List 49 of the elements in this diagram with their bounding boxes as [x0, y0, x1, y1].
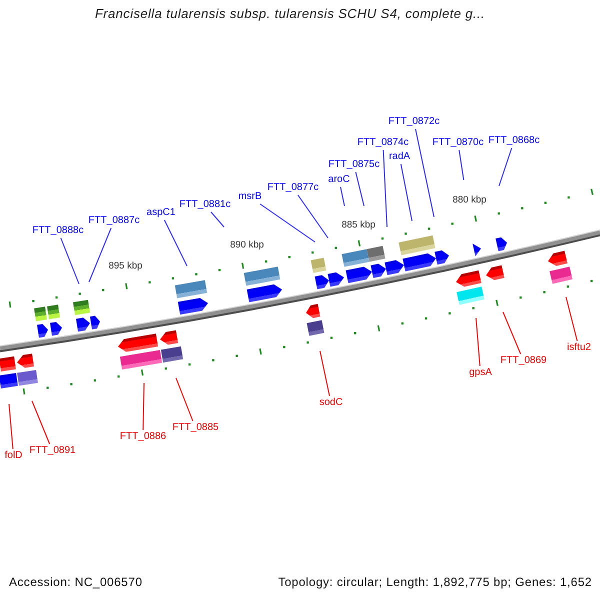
gene-label: FTT_0881c — [179, 199, 231, 211]
leader-line — [297, 194, 328, 238]
scale-label: 885 kbp — [342, 220, 376, 230]
leader-line — [176, 378, 194, 422]
scale-label: 880 kbp — [452, 194, 486, 206]
gene-label: FTT_0877c — [267, 182, 319, 194]
leader-line — [210, 212, 224, 228]
leader-line — [60, 238, 80, 284]
leader-line — [142, 382, 144, 430]
gene-label: FTT_0872c — [388, 116, 440, 128]
leader-line — [355, 172, 364, 206]
leader-line — [498, 148, 512, 186]
leader-line — [502, 312, 522, 354]
gene-label: FTT_0869 — [500, 355, 547, 367]
leader-line — [382, 150, 388, 228]
gene-label: msrB — [238, 191, 262, 203]
gene-label: FTT_0887c — [88, 215, 140, 227]
leader-line — [415, 128, 434, 218]
scale-label: 895 kbp — [108, 260, 142, 272]
leader-line — [164, 220, 188, 266]
leader-line — [400, 164, 412, 222]
gene-label: aspC1 — [146, 207, 176, 219]
gene-label: FTT_0885 — [172, 422, 219, 434]
gene-label: FTT_0886 — [120, 431, 166, 443]
leader-line — [32, 400, 50, 444]
genome-summary: Topology: circular; Length: 1,892,775 bp; Genes: 1,652 — [278, 575, 592, 590]
gene-label: gpsA — [469, 367, 492, 379]
leader-line — [566, 296, 578, 342]
gene-label: sodC — [319, 397, 343, 409]
leader-line — [88, 228, 112, 282]
leader-line — [8, 404, 14, 450]
accession-label: Accession: NC_006570 — [9, 575, 142, 590]
gene-label: FTT_0874c — [357, 137, 409, 149]
gene-label: radA — [388, 151, 410, 163]
leader-line — [476, 318, 480, 366]
gene-label: FTT_0888c — [32, 225, 84, 237]
scale-label: 890 kbp — [230, 240, 264, 250]
gene-label: FTT_0868c — [488, 135, 540, 147]
map-title: Francisella tularensis subsp. tularensis SCHU S4, complete g... — [94, 6, 486, 22]
gene-label: FTT_0870c — [432, 137, 484, 149]
gene-label: FTT_0891 — [29, 445, 76, 457]
leader-line — [458, 150, 464, 180]
gene-label: folD — [4, 450, 22, 462]
gene-label: FTT_0875c — [328, 159, 380, 171]
leader-line — [260, 204, 316, 242]
gene-label: aroC — [328, 174, 350, 186]
leader-line — [340, 186, 345, 206]
gene-label: isftu2 — [567, 342, 591, 354]
leader-line — [320, 350, 330, 396]
